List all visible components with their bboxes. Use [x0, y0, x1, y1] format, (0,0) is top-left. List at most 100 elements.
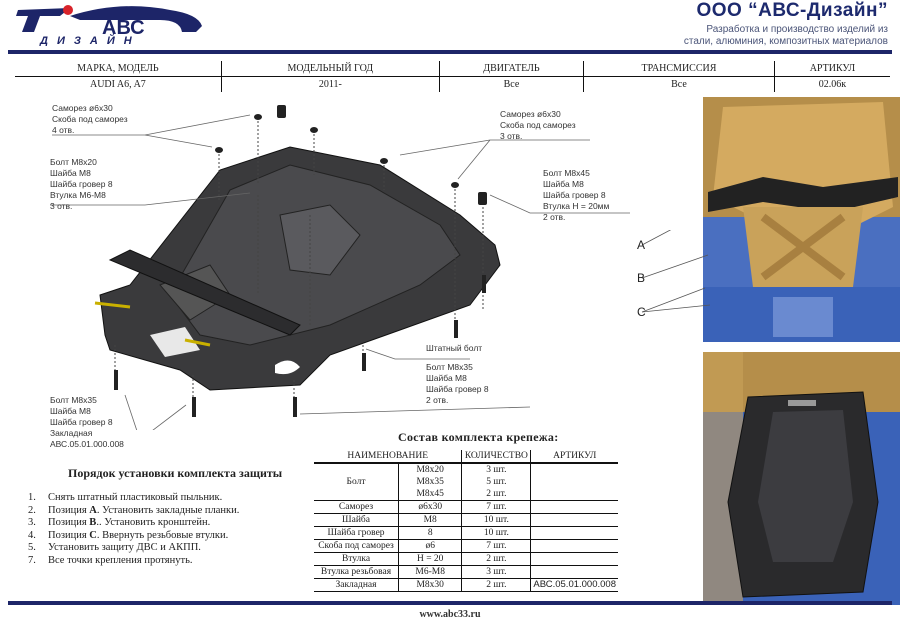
parts-header-row: НАИМЕНОВАНИЕ КОЛИЧЕСТВО АРТИКУЛ — [314, 450, 618, 464]
callout-line: Болт М8x20 — [50, 157, 97, 167]
callout-line: Шайба М8 — [50, 168, 91, 178]
part-qty: 7 шт. — [461, 500, 531, 514]
step-text-rest: . Ввернуть резьбовые втулки. — [96, 529, 229, 541]
step-number: 2. — [28, 504, 36, 516]
callout-line: Втулка Н = 20мм — [543, 201, 610, 211]
callout-line: Штатный болт — [426, 343, 483, 353]
part-size: М8 — [397, 513, 462, 527]
callout-line: 3 отв. — [50, 201, 73, 211]
part-article — [530, 552, 618, 566]
callout-line: Шайба гровер 8 — [543, 190, 606, 200]
svg-text:ДИЗАЙН: ДИЗАЙН — [39, 34, 141, 46]
parts-title: Состав комплекта крепежа: — [398, 430, 559, 444]
parts-header: НАИМЕНОВАНИЕ — [314, 450, 462, 464]
spec-value: AUDI A6, A7 — [89, 79, 146, 90]
part-size: М8x30 — [397, 578, 462, 592]
callout-line: Болт М8x35 — [426, 362, 473, 372]
part-qty: 3 шт. — [461, 565, 531, 579]
step-number: 3. — [28, 517, 36, 529]
callout-line: Скоба под саморез — [500, 120, 576, 130]
callout-line: 3 отв. — [500, 131, 523, 141]
part-size: ø6x30 — [397, 500, 462, 514]
header-divider — [8, 50, 892, 54]
skid-plate-exploded-drawing — [50, 105, 630, 430]
spec-value: 2011- — [220, 76, 440, 92]
position-label-b: B — [637, 271, 646, 285]
part-size: ø6 — [397, 539, 462, 553]
callout-line: Втулка М6-М8 — [50, 190, 106, 200]
step-text: Установить защиту ДВС и АКПП. — [48, 542, 201, 554]
installation-title: Порядок установки комплекта защиты — [68, 466, 283, 480]
callout-line: 2 отв. — [543, 212, 566, 222]
step-number: 1. — [28, 492, 36, 503]
step-position: С — [89, 529, 97, 541]
parts-header: КОЛИЧЕСТВО — [461, 450, 531, 464]
part-qty: 3 шт. 5 шт. 2 шт. — [461, 463, 531, 501]
part-name: Шайба гровер — [314, 526, 399, 540]
part-name: Втулка резьбовая — [314, 565, 399, 579]
installation-step: 5. Установить защиту ДВС и АКПП. — [28, 542, 201, 553]
tagline-1: Разработка и производство изделий из — [706, 24, 888, 35]
callout-line: Болт М8x45 — [543, 168, 590, 178]
position-label-c: C — [637, 305, 646, 319]
installed-skid-plate-photo — [703, 352, 900, 605]
part-size: 8 — [397, 526, 462, 540]
part-qty: 10 шт. — [461, 513, 531, 527]
part-article — [530, 526, 618, 540]
spec-value: 02.06к — [773, 76, 890, 92]
position-label-a: A — [637, 238, 646, 252]
callout-stock-bolt: Штатный болт — [426, 343, 482, 354]
callout-line: Шайба гровер 8 — [50, 179, 113, 189]
callout-line: Шайба М8 — [543, 179, 584, 189]
spec-header: ТРАНСМИССИЯ — [583, 61, 775, 77]
step-text: Позиция — [48, 504, 90, 516]
step-number: 5. — [28, 542, 36, 554]
step-text-rest: . Установить закладные планки. — [96, 504, 240, 516]
spec-header: ДВИГАТЕЛЬ — [438, 61, 584, 77]
part-name: Болт — [314, 463, 399, 501]
vehicle-spec-table: МАРКА, МОДЕЛЬ МОДЕЛЬНЫЙ ГОД ДВИГАТЕЛЬ ТР… — [15, 61, 890, 92]
installation-step: 1.Снять штатный пластиковый пыльник. — [28, 492, 222, 503]
part-name: Закладная — [314, 578, 399, 592]
callout-line: 2 отв. — [426, 395, 449, 405]
spec-header-row: МАРКА, МОДЕЛЬ МОДЕЛЬНЫЙ ГОД ДВИГАТЕЛЬ ТР… — [15, 61, 890, 77]
callout-line: Скоба под саморез — [52, 114, 128, 124]
part-qty: 2 шт. — [461, 578, 531, 592]
company-name: ООО “АВС-Дизайн” — [696, 0, 888, 21]
part-size: Н = 20 — [397, 552, 462, 566]
website-link[interactable]: www.abc33.ru — [419, 609, 481, 620]
company-logo: АВС ДИЗАЙН — [16, 5, 202, 46]
callout-line: Болт М8x35 — [50, 395, 97, 405]
part-name: Шайба — [314, 513, 399, 527]
part-name: Скоба под саморез — [314, 539, 399, 553]
tagline-2: стали, алюминия, композитных материалов — [683, 36, 888, 47]
installation-step: 7.Все точки крепления протянуть. — [28, 555, 193, 566]
part-article — [530, 513, 618, 527]
part-size: М8x20 М8x35 М8x45 — [397, 463, 462, 501]
step-position: В — [89, 517, 97, 529]
installation-step: 4.Позиция С. Ввернуть резьбовые втулки. — [28, 530, 228, 541]
callout-line: Шайба гровер 8 — [50, 417, 113, 427]
callout-line: Шайба М8 — [426, 373, 467, 383]
part-name: Саморез — [314, 500, 399, 514]
part-qty: 10 шт. — [461, 526, 531, 540]
spec-header: МАРКА, МОДЕЛЬ — [15, 61, 222, 77]
spec-header: МОДЕЛЬНЫЙ ГОД — [220, 61, 440, 77]
parts-header: АРТИКУЛ — [530, 450, 618, 464]
callout-line: Саморез ø6x30 — [52, 103, 113, 113]
step-text: Все точки крепления протянуть. — [48, 555, 193, 566]
part-qty: 7 шт. — [461, 539, 531, 553]
